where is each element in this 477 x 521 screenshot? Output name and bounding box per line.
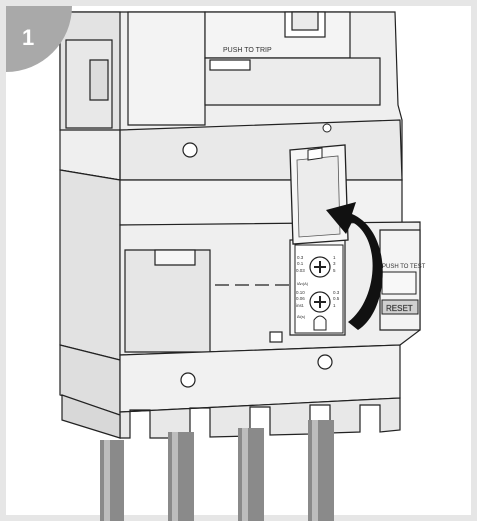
- terminal-hole-2: [317, 354, 333, 370]
- dial-bottom-unit: ∆t(s): [297, 314, 306, 319]
- dial-bottom-label-1: 0.10: [296, 290, 305, 295]
- lift-arrow-icon: [326, 202, 383, 330]
- terminal-hole-1: [180, 372, 196, 388]
- cable-2: [168, 432, 194, 521]
- settings-panel: [294, 244, 344, 334]
- dial-top-label-1: 0.3: [297, 255, 304, 260]
- breaker-upper: [59, 11, 403, 181]
- dial-bottom-label-6: 1: [333, 303, 336, 308]
- reset-label: RESET: [386, 304, 413, 313]
- dial-top-label-5: 3: [333, 261, 336, 266]
- dial-top-unit: I∆n(A): [297, 281, 309, 286]
- upper-screw-hole-2: [322, 123, 332, 133]
- dial-bottom-label-3: inst.: [296, 303, 304, 308]
- push-to-test-label: PUSH TO TEST: [382, 264, 426, 270]
- cable-3: [238, 428, 264, 521]
- settings-cover-flap[interactable]: [289, 144, 349, 245]
- dial-top-label-4: 1: [333, 255, 336, 260]
- push-to-trip-label: PUSH TO TRIP: [223, 47, 272, 54]
- step-badge: [6, 6, 72, 72]
- dial-top-label-2: 0.1: [297, 261, 304, 266]
- dial-top-label-6: 5: [333, 268, 336, 273]
- seal-hook: [313, 315, 327, 331]
- dial-bottom-label-5: 0.5: [333, 296, 340, 301]
- breaker-middle: [59, 169, 421, 361]
- cable-4: [308, 420, 334, 521]
- dial-bottom-label-2: 0.06: [296, 296, 305, 301]
- test-button[interactable]: [381, 271, 417, 295]
- cables: [100, 420, 334, 521]
- upper-screw-hole: [182, 142, 198, 158]
- terminal-block: [59, 344, 401, 439]
- step-number: 1: [22, 25, 34, 50]
- cable-1: [100, 440, 124, 521]
- reset-button[interactable]: RESET: [381, 299, 419, 315]
- dial-top-label-3: 0.03: [296, 268, 305, 273]
- dial-bottom-label-4: 0.3: [333, 290, 340, 295]
